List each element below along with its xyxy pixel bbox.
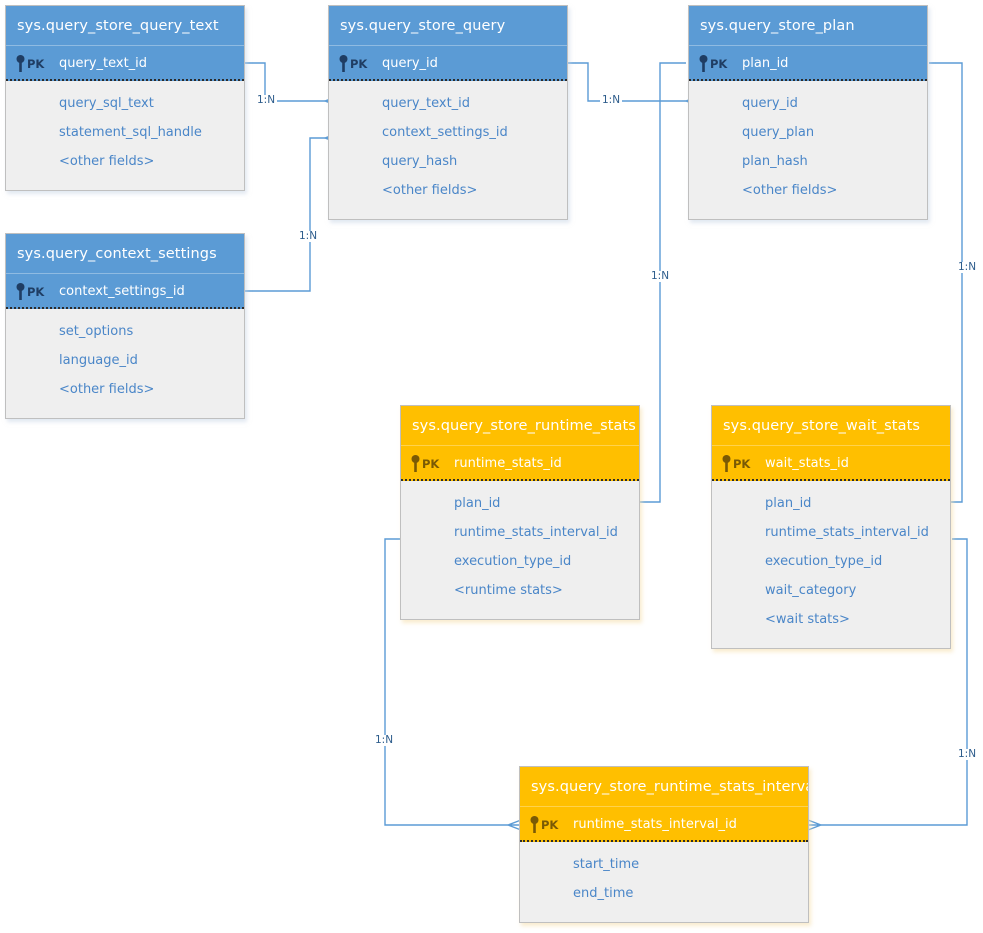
key-icon bbox=[722, 455, 731, 472]
pk-field-name: runtime_stats_interval_id bbox=[573, 817, 737, 832]
entity-query-context-settings[interactable]: sys.query_context_settings PK context_se… bbox=[5, 233, 245, 419]
field-row: execution_type_id bbox=[765, 554, 883, 569]
field-row: plan_hash bbox=[742, 154, 808, 169]
primary-key-row[interactable]: PK wait_stats_id bbox=[712, 446, 950, 481]
pk-badge: PK bbox=[541, 818, 559, 832]
field-row: statement_sql_handle bbox=[59, 125, 202, 140]
field-row: query_plan bbox=[742, 125, 815, 140]
field-list: query_text_id context_settings_id query_… bbox=[329, 81, 567, 219]
pk-field-name: context_settings_id bbox=[59, 284, 185, 299]
field-row: runtime_stats_interval_id bbox=[454, 525, 618, 540]
field-list: start_time end_time bbox=[520, 842, 808, 922]
entity-title: sys.query_store_runtime_stats_interval bbox=[520, 767, 808, 807]
entity-query-store-runtime-stats[interactable]: sys.query_store_runtime_stats PK runtime… bbox=[400, 405, 640, 620]
entity-query-store-runtime-stats-interval[interactable]: sys.query_store_runtime_stats_interval P… bbox=[519, 766, 809, 923]
cardinality-label: 1:N bbox=[600, 94, 623, 106]
entity-title: sys.query_store_query bbox=[329, 6, 567, 46]
key-icon bbox=[16, 55, 25, 72]
field-row: plan_id bbox=[765, 496, 812, 511]
entity-title: sys.query_store_query_text bbox=[6, 6, 244, 46]
field-list: plan_id runtime_stats_interval_id execut… bbox=[712, 481, 950, 648]
primary-key-row[interactable]: PK runtime_stats_id bbox=[401, 446, 639, 481]
field-row: <other fields> bbox=[59, 382, 155, 397]
field-row: <wait stats> bbox=[765, 612, 850, 627]
entity-title: sys.query_store_plan bbox=[689, 6, 927, 46]
primary-key-row[interactable]: PK query_text_id bbox=[6, 46, 244, 81]
field-row: query_id bbox=[742, 96, 798, 111]
entity-title: sys.query_store_runtime_stats bbox=[401, 406, 639, 446]
field-row: execution_type_id bbox=[454, 554, 572, 569]
cardinality-label: 1:N bbox=[956, 748, 979, 760]
entity-title: sys.query_context_settings bbox=[6, 234, 244, 274]
pk-badge: PK bbox=[422, 457, 440, 471]
key-icon bbox=[699, 55, 708, 72]
entity-query-store-plan[interactable]: sys.query_store_plan PK plan_id query_id… bbox=[688, 5, 928, 220]
entity-query-store-query[interactable]: sys.query_store_query PK query_id query_… bbox=[328, 5, 568, 220]
pk-field-name: query_id bbox=[382, 56, 438, 71]
field-row: query_text_id bbox=[382, 96, 471, 111]
key-icon bbox=[16, 283, 25, 300]
field-row: context_settings_id bbox=[382, 125, 508, 140]
field-list: set_options language_id <other fields> bbox=[6, 309, 244, 418]
entity-query-store-query-text[interactable]: sys.query_store_query_text PK query_text… bbox=[5, 5, 245, 191]
field-list: query_id query_plan plan_hash <other fie… bbox=[689, 81, 927, 219]
primary-key-row[interactable]: PK plan_id bbox=[689, 46, 927, 81]
field-row: set_options bbox=[59, 324, 134, 339]
pk-badge: PK bbox=[350, 57, 368, 71]
cardinality-label: 1:N bbox=[255, 94, 278, 106]
field-row: plan_id bbox=[454, 496, 501, 511]
pk-badge: PK bbox=[27, 57, 45, 71]
field-list: plan_id runtime_stats_interval_id execut… bbox=[401, 481, 639, 619]
field-row: end_time bbox=[573, 886, 634, 901]
field-row: <runtime stats> bbox=[454, 583, 563, 598]
pk-badge: PK bbox=[27, 285, 45, 299]
pk-field-name: runtime_stats_id bbox=[454, 456, 562, 471]
field-row: wait_category bbox=[765, 583, 857, 598]
field-list: query_sql_text statement_sql_handle <oth… bbox=[6, 81, 244, 190]
primary-key-row[interactable]: PK context_settings_id bbox=[6, 274, 244, 309]
pk-badge: PK bbox=[710, 57, 728, 71]
pk-field-name: wait_stats_id bbox=[765, 456, 849, 471]
pk-badge: PK bbox=[733, 457, 751, 471]
field-row: query_sql_text bbox=[59, 96, 154, 111]
primary-key-row[interactable]: PK runtime_stats_interval_id bbox=[520, 807, 808, 842]
pk-field-name: query_text_id bbox=[59, 56, 148, 71]
cardinality-label: 1:N bbox=[373, 734, 396, 746]
cardinality-label: 1:N bbox=[956, 261, 979, 273]
entity-query-store-wait-stats[interactable]: sys.query_store_wait_stats PK wait_stats… bbox=[711, 405, 951, 649]
pk-field-name: plan_id bbox=[742, 56, 789, 71]
field-row: language_id bbox=[59, 353, 138, 368]
field-row: <other fields> bbox=[742, 183, 838, 198]
primary-key-row[interactable]: PK query_id bbox=[329, 46, 567, 81]
key-icon bbox=[530, 816, 539, 833]
field-row: <other fields> bbox=[59, 154, 155, 169]
field-row: start_time bbox=[573, 857, 640, 872]
field-row: query_hash bbox=[382, 154, 458, 169]
entity-title: sys.query_store_wait_stats bbox=[712, 406, 950, 446]
cardinality-label: 1:N bbox=[649, 270, 672, 282]
field-row: runtime_stats_interval_id bbox=[765, 525, 929, 540]
key-icon bbox=[339, 55, 348, 72]
key-icon bbox=[411, 455, 420, 472]
cardinality-label: 1:N bbox=[297, 230, 320, 242]
field-row: <other fields> bbox=[382, 183, 478, 198]
